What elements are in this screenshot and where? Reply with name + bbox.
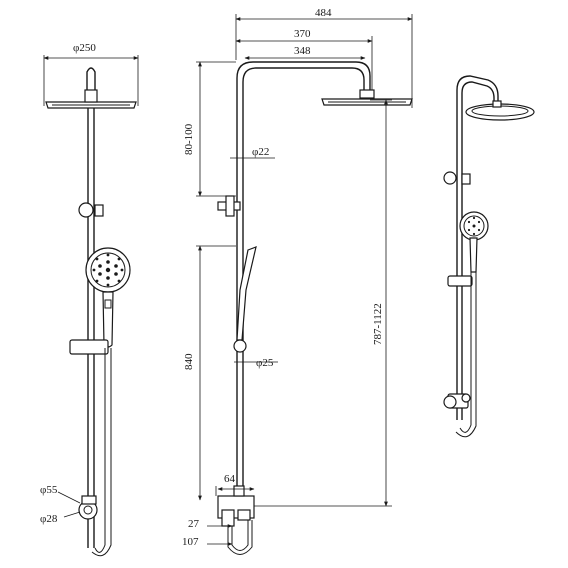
wall-bracket (78, 202, 94, 218)
bracket-plate-side (225, 195, 235, 217)
persp-handle (469, 237, 478, 273)
hand-shower-inner-ring (90, 252, 126, 288)
handle-diameter-label: φ55 (40, 484, 58, 496)
hose-inner (91, 348, 112, 557)
persp-mixer-knob (461, 393, 471, 403)
offset-107-label: 107 (182, 536, 199, 548)
hose-outer (94, 348, 106, 553)
top-pipe-bend (86, 67, 96, 90)
height-840-label: 840 (183, 353, 195, 370)
front-view: φ250 (40, 42, 139, 557)
outlet-diameter-label: φ28 (40, 513, 58, 525)
valve-width-label: 64 (224, 473, 236, 485)
persp-arm-inner (461, 81, 495, 420)
mixer-handle-cap (83, 505, 93, 515)
phi55-leader (57, 491, 81, 504)
persp-slide-holder (447, 275, 473, 287)
arm-outer (236, 61, 371, 500)
rain-head-side-connector (359, 89, 375, 99)
bracket-knob (94, 204, 104, 217)
persp-wall-bracket (443, 171, 457, 185)
rain-head-diameter-label: φ250 (73, 42, 96, 54)
offset-27-label: 27 (188, 518, 200, 530)
slider-knob-side (233, 339, 247, 353)
handle-button (104, 299, 112, 309)
height-adjust-label: 80-100 (183, 123, 195, 155)
persp-arm-outer (456, 75, 499, 420)
pipe-lower-diameter-label: φ25 (256, 357, 274, 369)
side-view: 484 370 348 80-100 φ22 φ25 840 (182, 7, 413, 555)
phi28-leader (63, 511, 81, 518)
total-height-label: 787-1122 (372, 303, 384, 345)
arm-inner-label: 348 (294, 45, 311, 57)
persp-head-connector (492, 100, 502, 108)
mixer-body-top (81, 495, 97, 505)
mixer-handle-side (237, 509, 251, 521)
hand-shower-side (236, 246, 257, 341)
persp-hose-outer (455, 272, 477, 438)
slide-holder (69, 339, 109, 355)
mixer-top-nut (233, 485, 245, 497)
perspective-view (443, 75, 535, 438)
overall-width-label: 484 (315, 7, 332, 19)
arm-inner (242, 67, 365, 500)
persp-mixer-handle (443, 395, 457, 409)
hose-loop-side-outer (227, 520, 253, 555)
arm-length-label: 370 (294, 28, 311, 40)
persp-hand-shower-nozzles (467, 216, 481, 236)
hand-shower-nozzles (92, 253, 124, 287)
rain-head-connector (84, 89, 98, 103)
pipe-upper-diameter-label: φ22 (252, 146, 269, 158)
persp-hand-shower-ring (463, 215, 485, 237)
persp-hose (459, 272, 472, 433)
mixer-outlet-side (221, 509, 235, 527)
persp-bracket-knob (461, 173, 471, 185)
